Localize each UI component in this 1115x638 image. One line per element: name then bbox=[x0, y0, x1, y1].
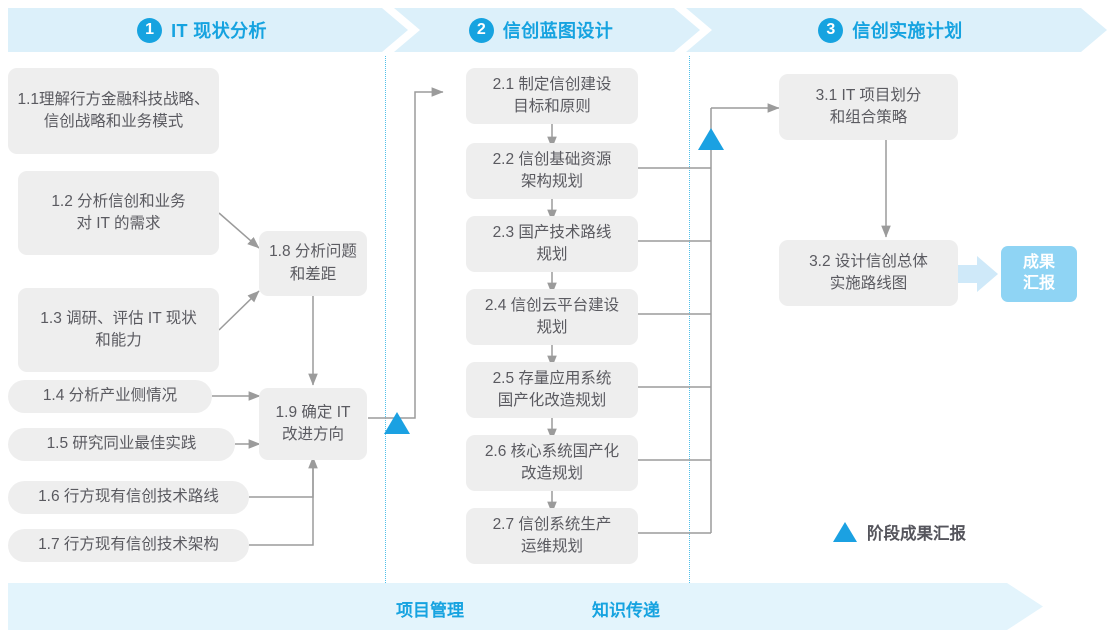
node-3-1[interactable]: 3.1 IT 项目划分 和组合策略 bbox=[779, 74, 958, 140]
node-2-1-label: 2.1 制定信创建设 目标和原则 bbox=[492, 75, 612, 115]
footer-label-project-management: 项目管理 bbox=[396, 601, 464, 620]
node-1-2-label: 1.2 分析信创和业务 对 IT 的需求 bbox=[51, 192, 186, 232]
legend-label: 阶段成果汇报 bbox=[867, 525, 966, 543]
node-1-9-label: 1.9 确定 IT 改进方向 bbox=[275, 403, 351, 443]
node-1-4[interactable]: 1.4 分析产业侧情况 bbox=[8, 380, 212, 413]
node-2-2-label: 2.2 信创基础资源 架构规划 bbox=[492, 150, 612, 190]
node-1-2[interactable]: 1.2 分析信创和业务 对 IT 的需求 bbox=[18, 171, 219, 255]
phase-label-1: IT 现状分析 bbox=[171, 21, 267, 41]
node-1-9[interactable]: 1.9 确定 IT 改进方向 bbox=[259, 388, 367, 460]
node-2-7[interactable]: 2.7 信创系统生产 运维规划 bbox=[466, 508, 638, 564]
footer-band bbox=[8, 583, 1043, 630]
phase-label-2: 信创蓝图设计 bbox=[502, 21, 614, 41]
node-3-2[interactable]: 3.2 设计信创总体 实施路线图 bbox=[779, 240, 958, 306]
node-3-2-label: 3.2 设计信创总体 实施路线图 bbox=[809, 252, 928, 292]
result-box-label: 成果 汇报 bbox=[1022, 254, 1055, 292]
node-2-2[interactable]: 2.2 信创基础资源 架构规划 bbox=[466, 143, 638, 199]
node-2-7-label: 2.7 信创系统生产 运维规划 bbox=[492, 515, 612, 555]
node-1-1-label: 1.1理解行方金融科技战略、 信创战略和业务模式 bbox=[17, 90, 210, 130]
node-2-5[interactable]: 2.5 存量应用系统 国产化改造规划 bbox=[466, 362, 638, 418]
node-1-8[interactable]: 1.8 分析问题 和差距 bbox=[259, 231, 367, 296]
node-1-7-label: 1.7 行方现有信创技术架构 bbox=[38, 536, 219, 554]
phase-label-3: 信创实施计划 bbox=[852, 21, 963, 41]
phase-banner-1: 1 IT 现状分析 bbox=[8, 8, 408, 52]
phase-number-1: 1 bbox=[137, 18, 162, 43]
phase-divider-1 bbox=[385, 56, 386, 583]
phase-number-2: 2 bbox=[469, 18, 494, 43]
node-1-3[interactable]: 1.3 调研、评估 IT 现状 和能力 bbox=[18, 288, 219, 372]
node-1-7[interactable]: 1.7 行方现有信创技术架构 bbox=[8, 529, 249, 562]
phase-banner-3: 3 信创实施计划 bbox=[686, 8, 1107, 52]
node-2-3-label: 2.3 国产技术路线 规划 bbox=[492, 223, 612, 263]
node-2-6[interactable]: 2.6 核心系统国产化 改造规划 bbox=[466, 435, 638, 491]
node-2-1[interactable]: 2.1 制定信创建设 目标和原则 bbox=[466, 68, 638, 124]
node-2-5-label: 2.5 存量应用系统 国产化改造规划 bbox=[492, 369, 612, 409]
node-1-5-label: 1.5 研究同业最佳实践 bbox=[46, 435, 197, 453]
node-1-3-label: 1.3 调研、评估 IT 现状 和能力 bbox=[40, 309, 197, 349]
node-1-4-label: 1.4 分析产业侧情况 bbox=[42, 387, 178, 405]
node-2-4[interactable]: 2.4 信创云平台建设 规划 bbox=[466, 289, 638, 345]
node-1-6-label: 1.6 行方现有信创技术路线 bbox=[38, 488, 219, 506]
legend: 阶段成果汇报 bbox=[833, 520, 966, 544]
result-box[interactable]: 成果 汇报 bbox=[1001, 246, 1077, 302]
node-1-5[interactable]: 1.5 研究同业最佳实践 bbox=[8, 428, 235, 461]
node-1-8-label: 1.8 分析问题 和差距 bbox=[269, 243, 357, 283]
phase-number-3: 3 bbox=[818, 18, 843, 43]
milestone-triangle-icon-2 bbox=[698, 128, 724, 150]
node-2-6-label: 2.6 核心系统国产化 改造规划 bbox=[484, 442, 620, 482]
node-2-4-label: 2.4 信创云平台建设 规划 bbox=[484, 296, 620, 336]
node-3-1-label: 3.1 IT 项目划分 和组合策略 bbox=[815, 86, 922, 126]
phase-divider-2 bbox=[689, 56, 690, 583]
milestone-triangle-icon-1 bbox=[384, 412, 410, 434]
node-1-1[interactable]: 1.1理解行方金融科技战略、 信创战略和业务模式 bbox=[8, 68, 219, 154]
node-1-6[interactable]: 1.6 行方现有信创技术路线 bbox=[8, 481, 249, 514]
phase-banner-2: 2 信创蓝图设计 bbox=[394, 8, 700, 52]
node-2-3[interactable]: 2.3 国产技术路线 规划 bbox=[466, 216, 638, 272]
legend-triangle-icon bbox=[833, 522, 857, 542]
footer-label-knowledge-transfer: 知识传递 bbox=[592, 601, 660, 620]
